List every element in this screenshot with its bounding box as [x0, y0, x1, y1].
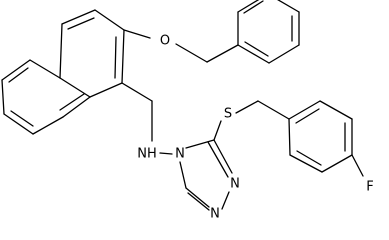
bond	[289, 154, 323, 173]
double-bond-inner	[59, 93, 85, 111]
double-bond-inner	[8, 67, 29, 83]
bond	[213, 120, 222, 141]
bond	[221, 191, 230, 210]
bond	[288, 118, 291, 156]
benzyloxy-group	[123, 29, 239, 63]
bond	[62, 96, 91, 118]
bond	[3, 113, 34, 135]
double-bond-inner	[296, 150, 322, 166]
bond	[237, 44, 270, 64]
bond	[121, 82, 153, 102]
structure-diagram: O NH N N N S	[1, 0, 374, 222]
bond	[321, 154, 353, 173]
phenyl-ring	[237, 0, 300, 64]
bond	[206, 44, 239, 63]
bond	[288, 100, 321, 120]
thiobenzyl-linker	[213, 100, 290, 141]
bond	[61, 9, 96, 25]
triazole-n-lower-label: N	[210, 207, 220, 222]
naphthalene-ring-right	[59, 9, 125, 98]
double-bond-inner	[295, 108, 320, 124]
bond	[185, 187, 210, 208]
bond	[185, 139, 215, 149]
triazole-n-upper-label: N	[230, 177, 240, 192]
amine-nh-label: NH	[137, 147, 157, 162]
bond	[89, 82, 123, 98]
bond	[94, 9, 125, 31]
methylene-amine-linker	[121, 82, 173, 155]
bond	[29, 59, 61, 79]
triazole-n-substituted-label: N	[175, 147, 185, 162]
double-bond-outer	[207, 141, 229, 178]
bond	[59, 77, 91, 98]
bond	[1, 59, 31, 81]
naphthalene-ring-left	[1, 59, 91, 135]
bond	[319, 100, 353, 120]
triazole-ring	[179, 139, 233, 211]
bond	[237, 0, 260, 13]
bond	[351, 154, 364, 177]
bond	[121, 29, 125, 84]
bond	[175, 43, 208, 63]
bond	[257, 100, 290, 120]
fluorophenyl-ring	[288, 100, 364, 177]
bond	[179, 161, 187, 189]
bond	[59, 23, 63, 79]
bond	[1, 79, 5, 115]
double-bond-inner	[114, 36, 117, 79]
double-bond-inner	[10, 110, 34, 127]
double-bond-inner	[67, 17, 95, 30]
bond	[32, 116, 64, 135]
double-bond-inner	[244, 41, 269, 57]
double-bond-inner	[243, 0, 264, 14]
bond	[159, 152, 173, 155]
double-bond-outer	[187, 192, 210, 211]
bond	[213, 139, 233, 174]
bond	[268, 44, 300, 64]
thioether-sulfur-label: S	[224, 107, 232, 122]
bond	[277, 0, 300, 13]
fluorine-label: F	[366, 180, 373, 195]
bond	[235, 100, 259, 114]
ether-oxygen-label: O	[160, 34, 170, 49]
bond	[123, 29, 151, 39]
